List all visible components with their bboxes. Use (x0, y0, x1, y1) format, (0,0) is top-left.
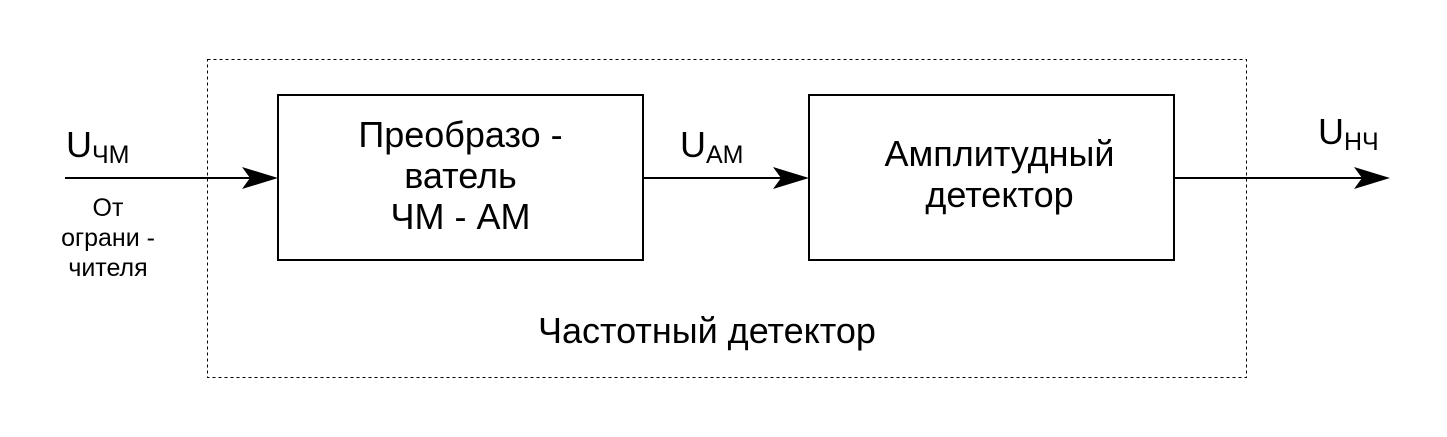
output-signal-symbol: U (1318, 111, 1344, 152)
output-signal-label: UНЧ (1318, 111, 1379, 155)
converter-label-line-2: ватель (404, 155, 517, 196)
intermediate-signal-symbol: U (680, 124, 706, 165)
output-signal-subscript: НЧ (1344, 128, 1379, 156)
frequency-detector-caption: Частотный детектор (538, 310, 876, 351)
source-label-line-1: От (92, 194, 124, 222)
intermediate-arrowhead (773, 167, 809, 189)
source-label-line-2: ограни - (61, 224, 155, 252)
converter-label-line-3: ЧМ - АМ (390, 196, 531, 237)
detector-label-line-1: Амплитудный (884, 133, 1115, 174)
intermediate-signal-label: UАМ (680, 124, 744, 168)
input-signal-label: UЧМ (66, 124, 130, 168)
input-arrowhead (242, 167, 278, 189)
source-label: От ограни - чителя (48, 193, 168, 283)
output-arrowhead (1354, 167, 1390, 189)
input-signal-symbol: U (66, 124, 92, 165)
intermediate-signal-subscript: АМ (706, 141, 744, 169)
detector-label-line-2: детектор (925, 174, 1074, 215)
converter-block-label: Преобразо - ватель ЧМ - АМ (278, 103, 643, 248)
converter-label-line-1: Преобразо - (358, 114, 563, 155)
source-label-line-3: чителя (68, 254, 148, 282)
input-signal-subscript: ЧМ (92, 141, 130, 169)
amplitude-detector-label: Амплитудный детектор (809, 95, 1190, 253)
